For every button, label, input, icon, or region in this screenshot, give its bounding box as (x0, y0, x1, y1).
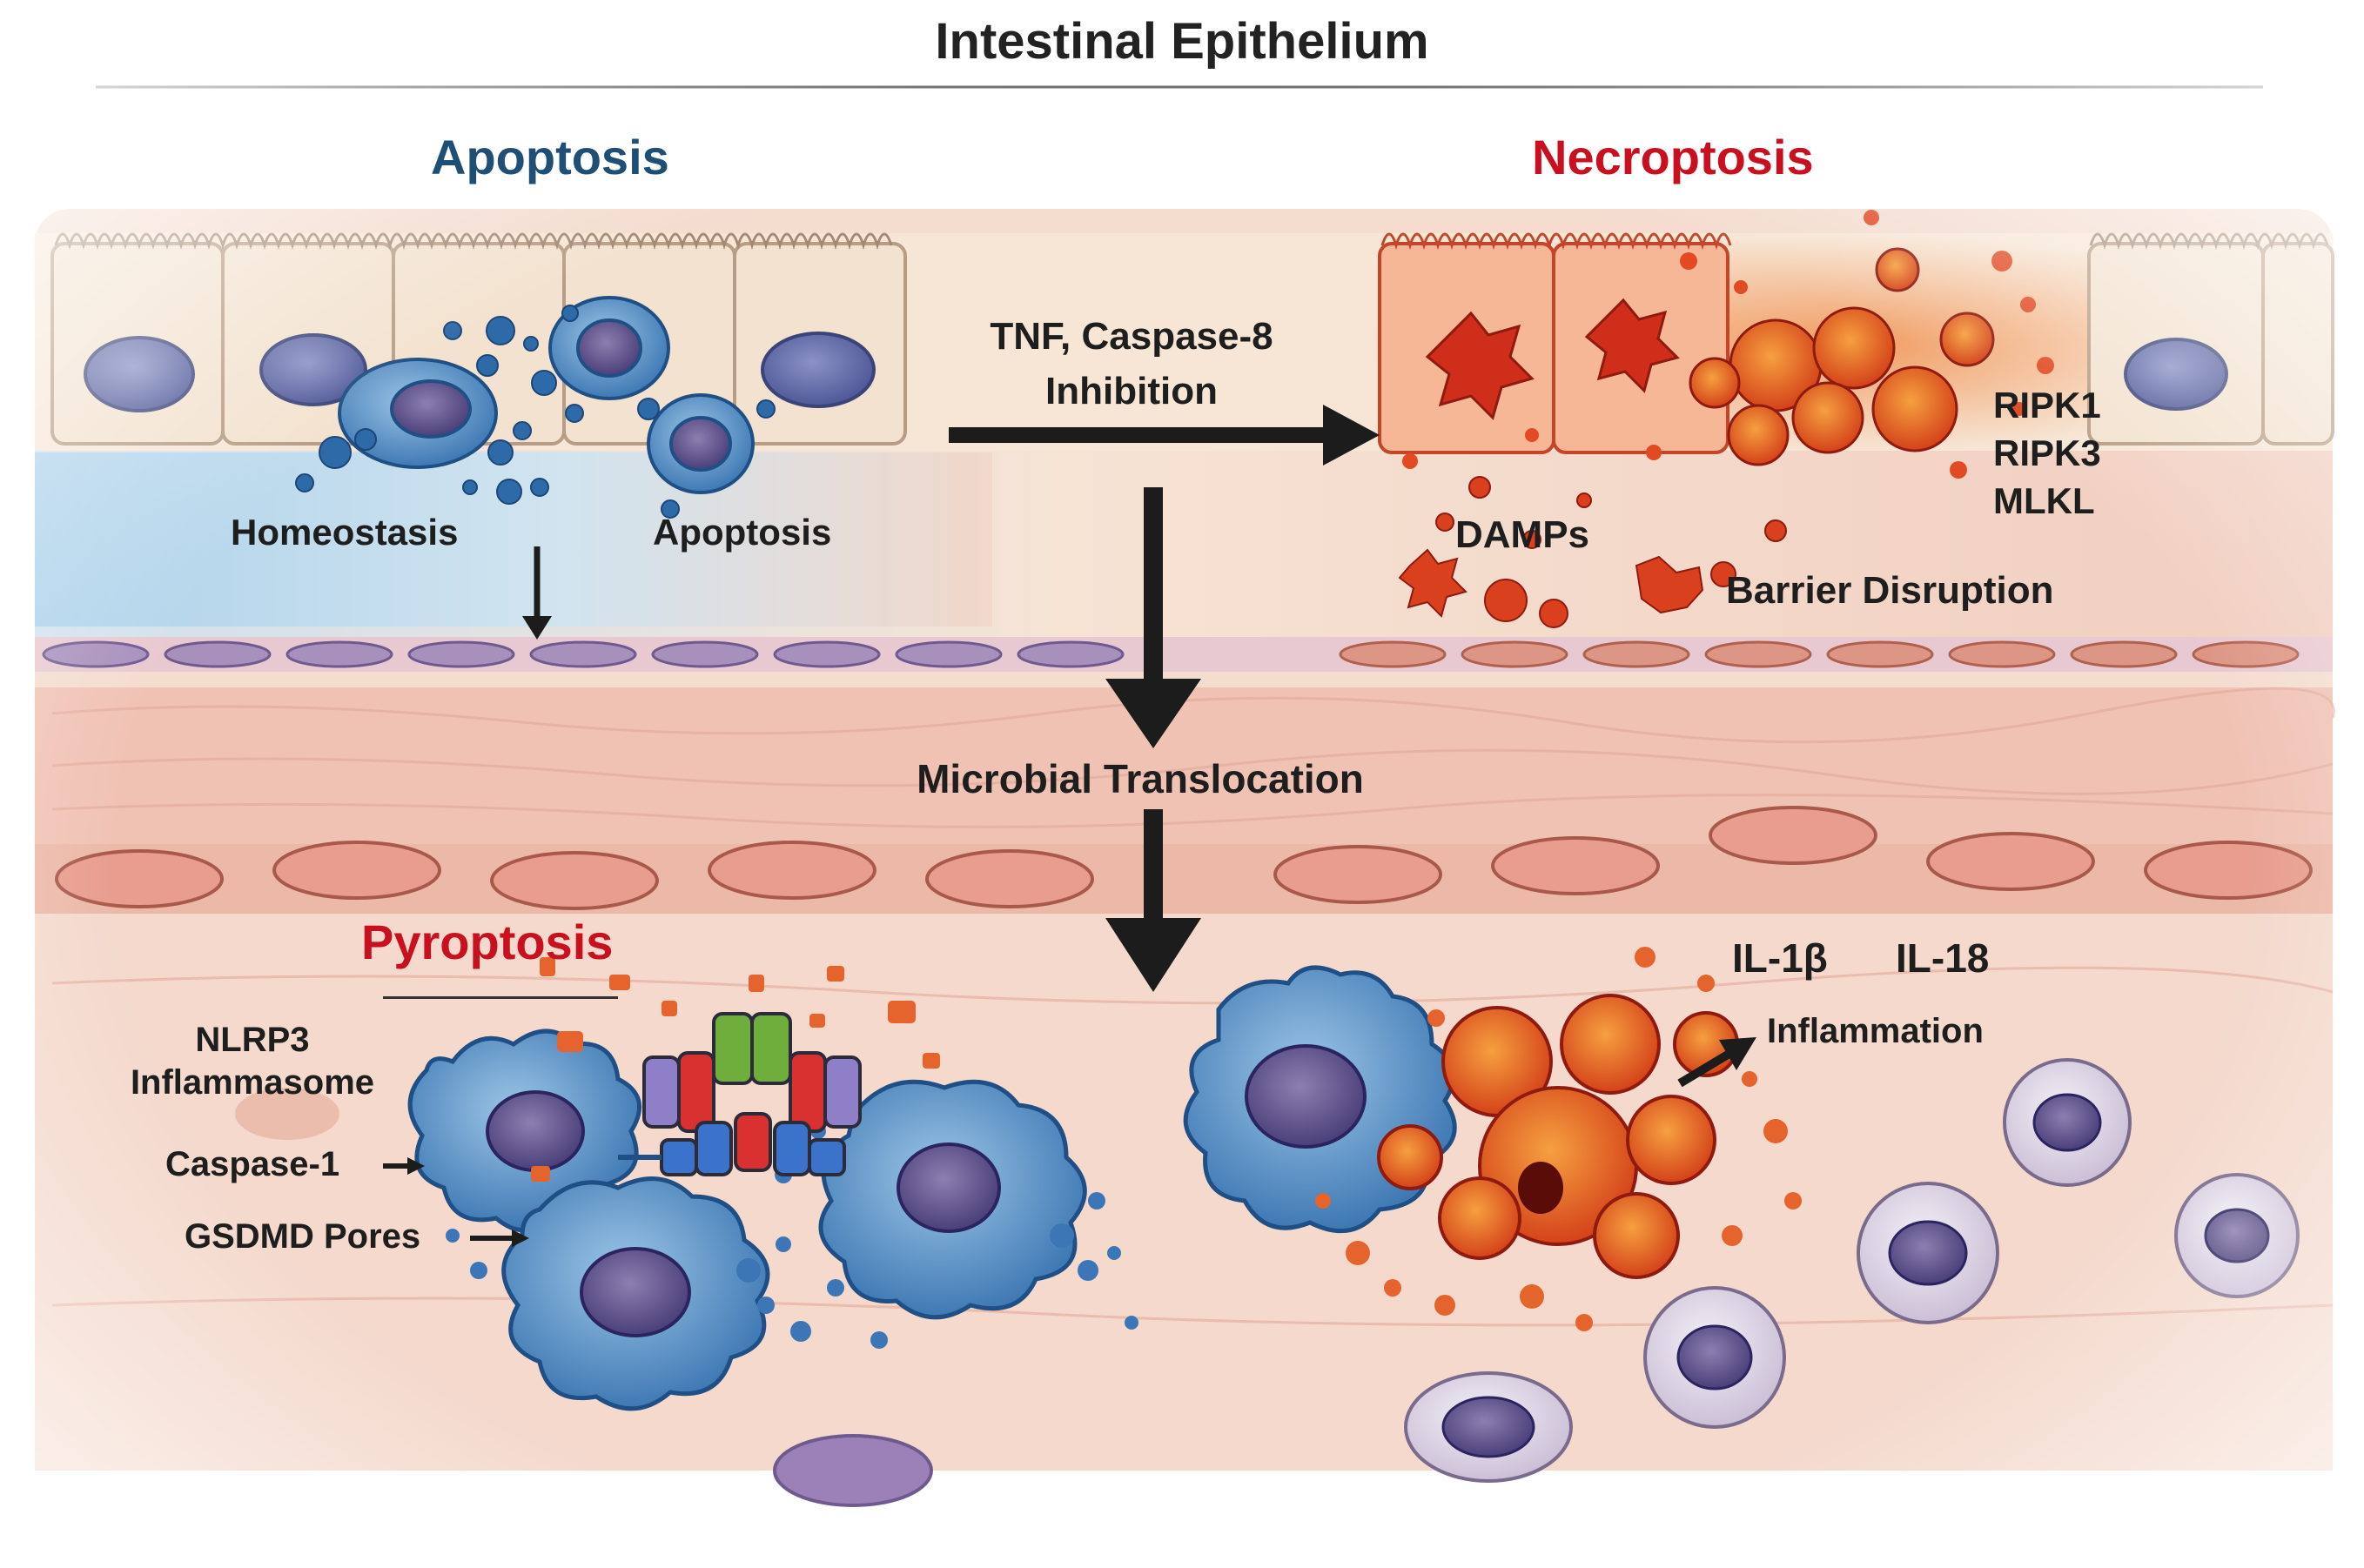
gsdmd-pores-label: GSDMD Pores (185, 1217, 421, 1256)
damps-label: DAMPs (1455, 513, 1590, 556)
marker-mlkl: MLKL (1993, 480, 2095, 521)
marker-ripk1: RIPK1 (1993, 385, 2101, 426)
trigger-label-line1: TNF, Caspase-8 (990, 315, 1273, 358)
trigger-label-line2: Inhibition (1045, 370, 1218, 412)
caspase1-label: Caspase-1 (165, 1145, 340, 1183)
barrier-disruption-label: Barrier Disruption (1726, 569, 2054, 612)
microbial-translocation-label: Microbial Translocation (917, 756, 1364, 801)
marker-ripk3: RIPK3 (1993, 432, 2101, 473)
apoptosis-label: Apoptosis (653, 512, 832, 553)
nlrp3-label-line2: Inflammasome (130, 1063, 375, 1102)
il18-label: IL-18 (1896, 935, 1990, 981)
inflammation-label: Inflammation (1767, 1012, 1984, 1050)
necroptosis-heading: Necroptosis (1532, 130, 1814, 184)
homeostasis-label: Homeostasis (231, 512, 459, 553)
apoptosis-heading: Apoptosis (431, 130, 669, 184)
nlrp3-label-line1: NLRP3 (195, 1021, 310, 1059)
il1b-label: IL-1β (1732, 935, 1828, 981)
page-title: Intestinal Epithelium (935, 13, 1429, 70)
pyroptosis-heading: Pyroptosis (361, 915, 614, 969)
